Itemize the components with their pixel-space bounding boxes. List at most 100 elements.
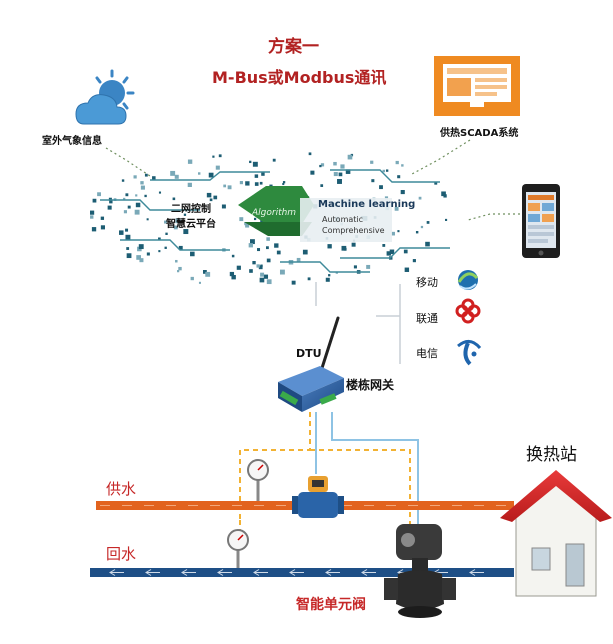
circuit-dot [391,231,395,236]
circuit-dot [178,266,182,271]
circuit-dot [353,265,357,269]
circuit-dot [119,230,124,235]
china-telecom-logo [457,340,482,366]
circuit-dot [136,255,141,260]
circuit-dot [158,250,161,253]
circuit-dot [229,271,235,277]
circuit-dot [434,181,438,185]
circuit-dot [415,230,419,234]
circuit-dot [253,217,257,221]
circuit-dot [139,258,144,263]
circuit-dot [231,254,235,258]
circuit-dot [138,244,144,250]
comprehensive-text: Comprehensive [322,226,385,235]
circuit-dot [198,281,201,284]
circuit-dot [125,234,131,240]
circuit-dot [403,249,408,254]
circuit-dot [158,237,161,241]
scada-label: 供热SCADA系统 [440,128,519,139]
circuit-dot [100,225,105,230]
circuit-dot [248,243,253,248]
circuit-dot [158,191,162,194]
circuit-dot [441,191,446,197]
house-icon [500,470,612,597]
circuit-dot [333,172,338,177]
circuit-dot [123,210,128,214]
return-label: 回水 [106,545,137,563]
circuit-dot [252,260,256,265]
valve-label: 智能单元阀 [296,597,366,613]
circuit-dot [109,199,113,204]
circuit-dot [126,247,130,250]
circuit-dot [146,252,150,256]
circuit-dot [282,183,285,186]
monitor-icon [434,56,520,116]
circuit-dot [266,246,269,250]
circuit-trace [330,169,440,183]
circuit-dot [327,244,332,249]
circuit-dot [183,229,189,235]
circuit-dot [261,172,265,176]
circuit-dot [259,181,263,185]
circuit-dot [370,160,374,164]
sun-cloud-icon [75,69,135,125]
circuit-dot [425,241,430,247]
circuit-dot [445,218,448,221]
circuit-trace [280,261,370,273]
circuit-dot [260,264,263,267]
circuit-dot [91,227,97,232]
circuit-dot [257,248,261,252]
circuit-dot [420,225,424,229]
circuit-trace [120,239,230,251]
circuit-dot [252,161,258,167]
circuit-dot [206,192,212,198]
circuit-dot [320,163,325,167]
circuit-dot [426,221,430,224]
circuit-trace [150,171,270,181]
circuit-dot [135,194,138,197]
circuit-dot [296,257,301,262]
flow-meter [292,476,344,518]
flow-arrow [361,569,376,576]
circuit-dot [254,182,259,186]
circuit-dot [394,206,399,211]
circuit-dot [203,269,207,274]
circuit-dot [244,222,247,226]
automatic-label: Automatic Comprehensive [322,214,385,236]
return-pipe [90,568,514,577]
circuit-dot [386,251,391,256]
algorithm-label: Algorithm [252,208,297,218]
carrier-unicom-label: 联通 [416,312,438,325]
circuit-dot [127,205,131,209]
circuit-dot [340,164,345,169]
circuit-dot [320,184,324,187]
circuit-dot [345,169,351,174]
circuit-dot [140,181,144,185]
circuit-dot [164,246,167,249]
circuit-dot [347,154,353,160]
circuit-dot [266,237,270,241]
circuit-dot [177,270,180,273]
flow-arrow [325,569,340,576]
data-link-lines [105,139,520,221]
circuit-dot [307,277,311,281]
circuit-dot [187,159,193,164]
circuit-dot [97,192,101,197]
carrier-telecom-label: 电信 [416,347,438,360]
circuit-dot [183,213,187,216]
station-label: 换热站 [526,445,577,465]
circuit-dot [266,258,271,263]
circuit-dot [384,196,389,200]
china-mobile-logo [457,270,479,290]
circuit-dot [134,209,140,215]
circuit-dot [90,210,95,215]
circuit-dot [135,202,141,208]
circuit-dot [400,189,405,195]
circuit-dot [190,251,195,257]
circuit-dot [175,259,178,263]
circuit-dot [263,274,269,279]
circuit-dot [213,195,218,200]
circuit-dot [395,160,399,165]
circuit-dot [205,271,211,277]
